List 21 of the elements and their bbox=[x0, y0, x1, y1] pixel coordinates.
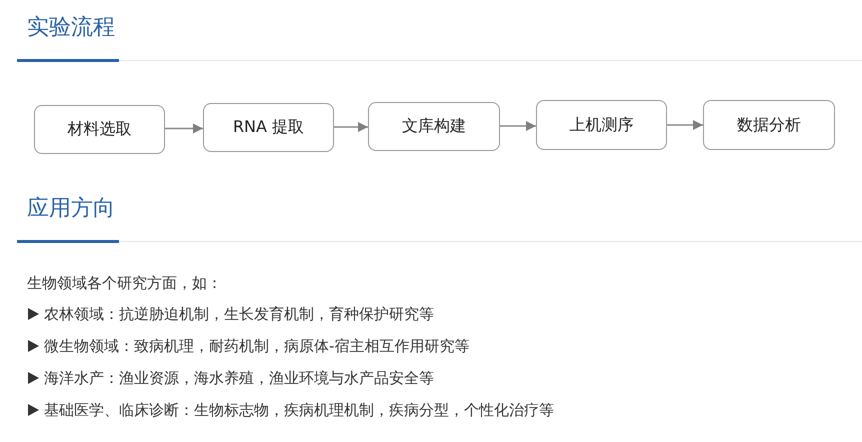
process-box bbox=[34, 105, 165, 154]
bullet-text: 海洋水产：渔业资源，海水养殖，渔业环境与水产品安全等 bbox=[44, 368, 434, 388]
step-label: 上机测序 bbox=[570, 114, 634, 136]
step-label: 文库构建 bbox=[402, 116, 466, 137]
section-heading: 应用方向 bbox=[27, 195, 115, 223]
arrow bbox=[500, 121, 536, 131]
intro-text: 生物领域各个研究方面，如： bbox=[27, 273, 222, 293]
bullet-text: 农林领域：抗逆胁迫机制，生长发育机制，育种保护研究等 bbox=[44, 304, 434, 324]
process-box bbox=[703, 100, 835, 150]
step-label: 材料选取 bbox=[68, 119, 132, 140]
process-box bbox=[203, 103, 334, 152]
step-label: RNA 提取 bbox=[232, 117, 304, 138]
section-heading: 实验流程 bbox=[27, 14, 115, 42]
arrow bbox=[165, 124, 203, 134]
arrow bbox=[667, 120, 703, 130]
bullet-text: 微生物领域：致病机理，耐药机制，病原体-宿主相互作用研究等 bbox=[44, 336, 470, 356]
arrow bbox=[334, 122, 368, 132]
process-box bbox=[536, 100, 667, 150]
step-label: 数据分析 bbox=[737, 114, 801, 136]
bullet-text: 基础医学、临床诊断：生物标志物，疾病机理机制，疾病分型，个性化治疗等 bbox=[44, 400, 554, 420]
process-box bbox=[368, 102, 500, 151]
